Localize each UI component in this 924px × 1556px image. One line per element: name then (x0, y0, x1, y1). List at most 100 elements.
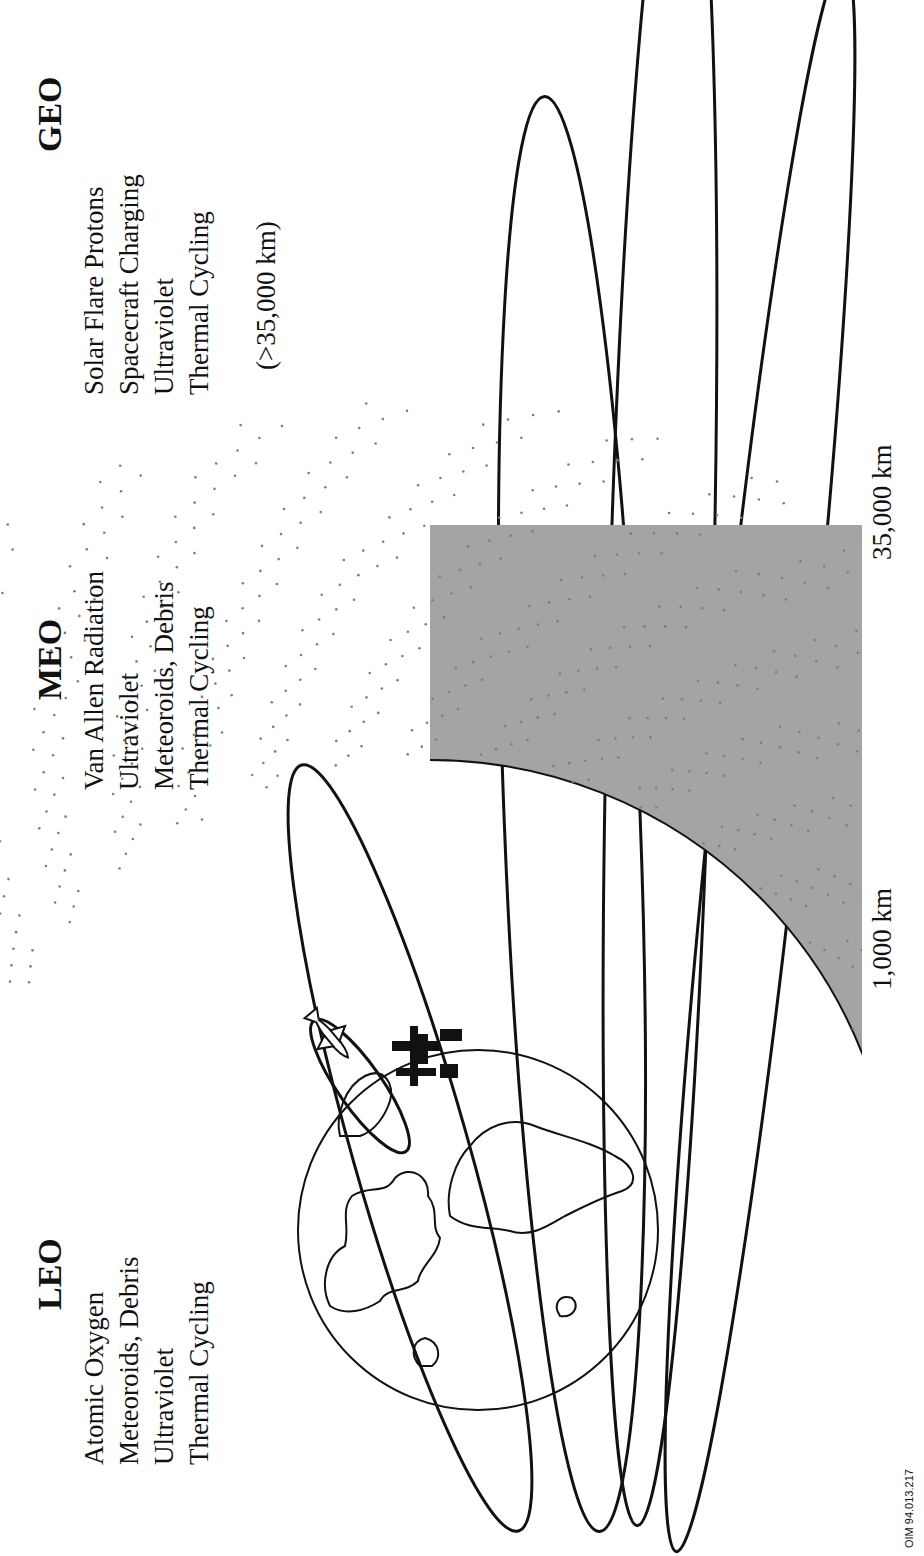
stipple (431, 698, 434, 701)
stipple (716, 514, 719, 517)
stipple (157, 555, 160, 558)
stipple (735, 570, 738, 573)
stipple (236, 449, 239, 452)
hazard-item: Solar Flare Protons (78, 187, 110, 396)
stipple (130, 800, 133, 803)
stipple (215, 462, 218, 465)
stipple (692, 512, 695, 515)
stipple (593, 555, 596, 558)
stipple (815, 660, 818, 663)
stipple (482, 423, 485, 426)
stipple (29, 965, 32, 968)
stipple (737, 829, 740, 832)
stipple (741, 738, 744, 741)
stipple (649, 645, 652, 648)
stipple (64, 815, 67, 818)
stipple (629, 645, 632, 648)
stipple (42, 771, 45, 774)
stipple (790, 898, 793, 901)
stipple (758, 498, 761, 501)
stipple (614, 737, 617, 740)
stipple (72, 905, 75, 908)
stipple (357, 574, 360, 577)
stipple (775, 892, 778, 895)
stipple (193, 501, 196, 504)
stipple (838, 722, 841, 725)
region-heading: MEO (30, 619, 70, 700)
stipple (559, 672, 562, 675)
stipple (121, 515, 124, 518)
stipple (628, 717, 631, 720)
stipple (259, 570, 262, 573)
stipple (817, 868, 820, 871)
stipple (411, 729, 414, 732)
stipple (780, 577, 783, 580)
stipple (396, 556, 399, 559)
stipple (615, 553, 618, 556)
stipple (568, 598, 571, 601)
stipple (376, 565, 379, 568)
stipple (807, 829, 810, 832)
hazard-item: Ultraviolet (113, 673, 145, 790)
stipple (431, 599, 434, 602)
stipple (62, 737, 65, 740)
stipple (28, 981, 31, 984)
stipple (18, 914, 21, 917)
stipple (750, 477, 753, 480)
stipple (58, 885, 61, 888)
hazard-item: Thermal Cycling (183, 1281, 215, 1465)
stipple (671, 788, 674, 791)
stipple (775, 671, 778, 674)
stipple (7, 878, 10, 881)
stipple (823, 565, 826, 568)
stipple (77, 890, 80, 893)
stipple (176, 566, 179, 569)
stipple (385, 663, 388, 666)
stipple (510, 743, 513, 746)
stipple (258, 437, 261, 440)
stipple (285, 714, 288, 717)
stipple (73, 590, 76, 593)
stipple (507, 418, 510, 421)
stipple (537, 623, 540, 626)
stipple (99, 481, 102, 484)
stipple (329, 461, 332, 464)
stipple (583, 688, 586, 691)
orbit-band: MEOVan Allen RadiationUltravioletMeteoro… (0, 376, 862, 1076)
stipple (280, 533, 283, 536)
stipple (795, 676, 798, 679)
stipple (365, 402, 368, 405)
stipple (655, 806, 658, 809)
stipple (793, 804, 796, 807)
stipple (57, 832, 60, 835)
stipple (103, 532, 106, 535)
stipple (855, 630, 858, 633)
stipple (118, 867, 121, 870)
stipple (499, 557, 502, 560)
stipple (602, 574, 605, 577)
stipple (719, 702, 722, 705)
stipple (660, 552, 663, 555)
stipple (837, 957, 840, 960)
stipple (638, 787, 641, 790)
stipple (849, 804, 852, 807)
hazard-item: Van Allen Radiation (78, 571, 110, 790)
stipple (605, 439, 608, 442)
hazard-item: Ultraviolet (148, 1348, 180, 1465)
stipple (426, 721, 429, 724)
stipple (662, 697, 665, 700)
stipple (813, 639, 816, 642)
stipple (520, 436, 523, 439)
stipple (276, 774, 279, 777)
stipple (816, 757, 819, 760)
stipple (413, 606, 416, 609)
stipple (45, 810, 48, 813)
stipple (826, 587, 829, 590)
stipple (846, 571, 849, 574)
stipple (681, 698, 684, 701)
stipple (796, 880, 799, 883)
stipple (480, 753, 483, 756)
stipple (773, 650, 776, 653)
stipple (119, 464, 122, 467)
